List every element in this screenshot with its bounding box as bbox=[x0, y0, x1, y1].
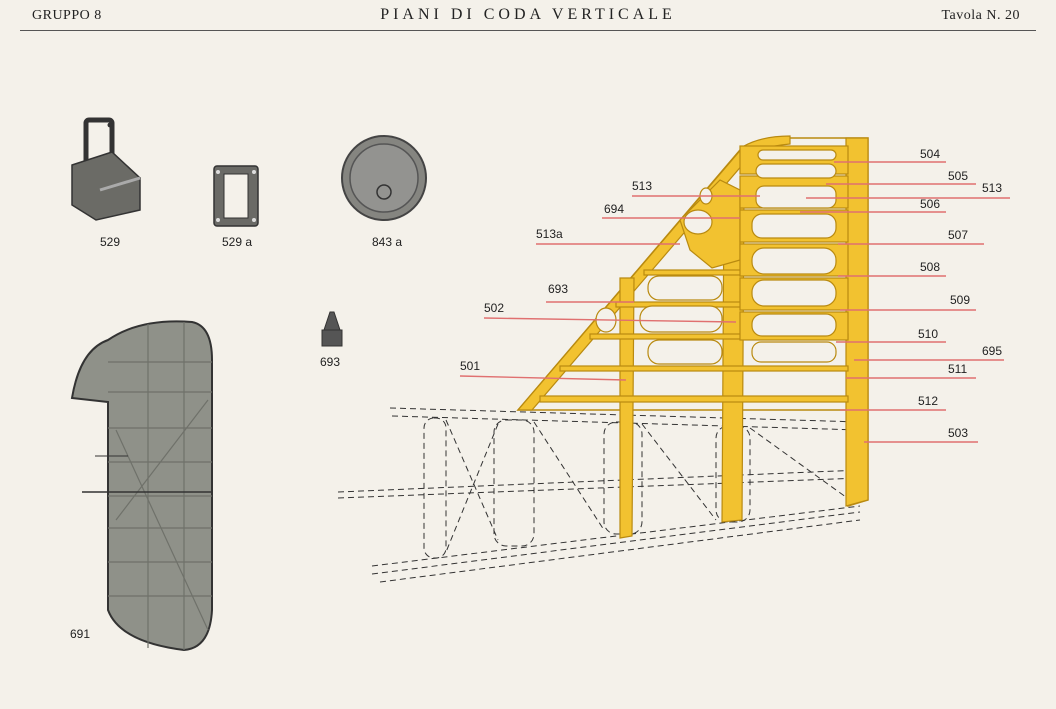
part-691-rudder bbox=[70, 320, 213, 652]
label-508: 508 bbox=[920, 260, 940, 274]
part-691-caption: 691 bbox=[70, 627, 90, 641]
label-510: 510 bbox=[918, 327, 938, 341]
label-502: 502 bbox=[484, 301, 504, 315]
part-843a-caption: 843 a bbox=[372, 235, 402, 249]
label-694: 694 bbox=[604, 202, 624, 216]
part-labels: 504 505 513 506 507 508 509 510 695 511 … bbox=[460, 147, 1002, 440]
part-529-bracket bbox=[71, 117, 141, 221]
label-503: 503 bbox=[948, 426, 968, 440]
label-513a: 513a bbox=[536, 227, 563, 241]
label-505: 505 bbox=[948, 169, 968, 183]
label-507: 507 bbox=[948, 228, 968, 242]
label-509: 509 bbox=[950, 293, 970, 307]
part-693-caption: 693 bbox=[320, 355, 340, 369]
label-511: 511 bbox=[948, 362, 967, 376]
fuselage-dashed-structure bbox=[337, 407, 861, 583]
label-501: 501 bbox=[460, 359, 480, 373]
leader-lines bbox=[459, 161, 1010, 443]
header-rule bbox=[20, 30, 1036, 31]
label-695: 695 bbox=[982, 344, 1002, 358]
label-504: 504 bbox=[920, 147, 940, 161]
page-title: PIANI DI CODA VERTICALE bbox=[380, 6, 676, 23]
part-529a-caption: 529 a bbox=[222, 235, 252, 249]
group-label: GRUPPO 8 bbox=[32, 8, 102, 23]
fin-structure bbox=[516, 135, 869, 539]
label-512: 512 bbox=[918, 394, 938, 408]
plate-number: Tavola N. 20 bbox=[941, 8, 1020, 23]
part-693-fitting bbox=[321, 311, 343, 347]
label-693: 693 bbox=[548, 282, 568, 296]
part-529a-plate bbox=[213, 165, 259, 227]
part-843a-cover bbox=[341, 135, 427, 221]
label-513: 513 bbox=[632, 179, 652, 193]
label-513-right: 513 bbox=[982, 181, 1002, 195]
label-506: 506 bbox=[920, 197, 940, 211]
part-529-caption: 529 bbox=[100, 235, 120, 249]
